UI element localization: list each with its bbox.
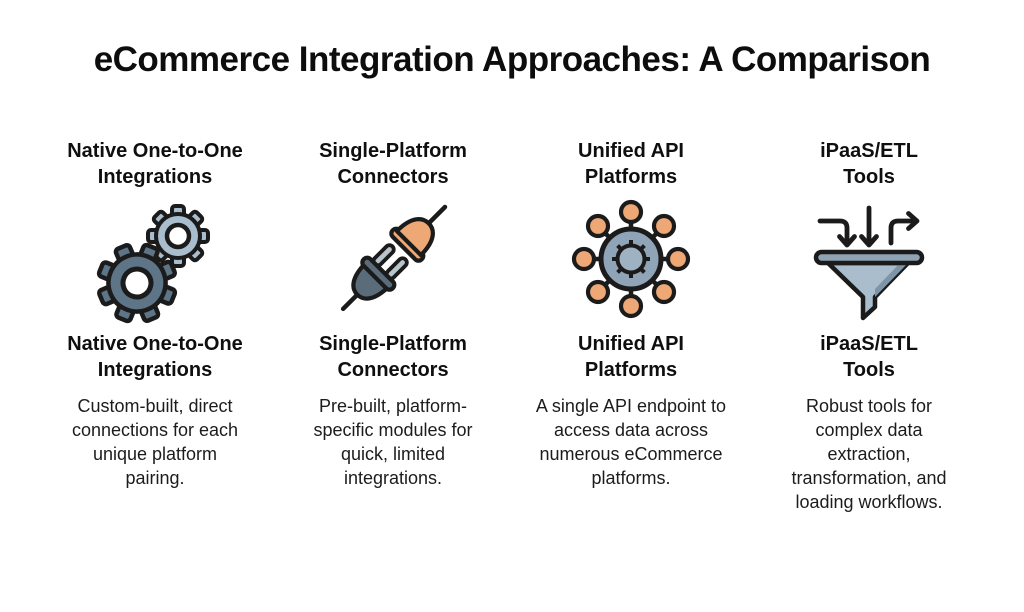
column-title-line: Connectors <box>337 166 449 188</box>
column-title-line: Single-Platform <box>319 140 467 162</box>
column-header: iPaaS/ETL Tools <box>750 138 988 190</box>
column-title-line: Integrations <box>97 359 213 381</box>
column-title-line: Platforms <box>584 166 678 188</box>
funnel-etl-icon <box>750 195 988 327</box>
column-description: A single API endpoint to access data acr… <box>535 396 727 488</box>
column-title-line: Native One-to-One <box>67 140 243 162</box>
column-header: Native One-to-One Integrations <box>36 138 274 190</box>
column-header-repeat: Unified API Platforms <box>512 331 750 383</box>
column-title-line: Single-Platform <box>319 333 467 355</box>
column-title-line: Unified API <box>578 333 684 355</box>
column-header-repeat: Native One-to-One Integrations <box>36 331 274 383</box>
infographic-page: eCommerce Integration Approaches: A Comp… <box>0 40 1024 612</box>
column-title-line: Tools <box>843 166 895 188</box>
column-header-repeat: iPaaS/ETL Tools <box>750 331 988 383</box>
column-description: Custom-built, direct connections for eac… <box>71 396 239 488</box>
column-ipaas-etl: iPaaS/ETL Tools <box>750 138 988 514</box>
column-header: Single-Platform Connectors <box>274 138 512 190</box>
column-single-platform: Single-Platform Connectors <box>274 138 512 514</box>
column-title-line: Unified API <box>578 140 684 162</box>
column-header-repeat: Single-Platform Connectors <box>274 331 512 383</box>
column-title-line: Native One-to-One <box>67 333 243 355</box>
column-description: Pre-built, platform-specific modules for… <box>313 396 473 488</box>
column-description: Robust tools for complex data extraction… <box>791 396 947 512</box>
comparison-columns: Native One-to-One Integrations <box>36 138 1024 514</box>
column-title-line: iPaaS/ETL <box>820 140 918 162</box>
column-title-line: iPaaS/ETL <box>820 333 918 355</box>
column-header: Unified API Platforms <box>512 138 750 190</box>
gears-icon <box>36 195 274 327</box>
column-native-one-to-one: Native One-to-One Integrations <box>36 138 274 514</box>
column-title-line: Platforms <box>584 359 678 381</box>
plug-connector-icon <box>274 195 512 327</box>
column-unified-api: Unified API Platforms <box>512 138 750 514</box>
column-title-line: Integrations <box>97 166 213 188</box>
page-title: eCommerce Integration Approaches: A Comp… <box>93 40 931 79</box>
network-hub-icon <box>512 195 750 327</box>
column-title-line: Connectors <box>337 359 449 381</box>
column-title-line: Tools <box>843 359 895 381</box>
